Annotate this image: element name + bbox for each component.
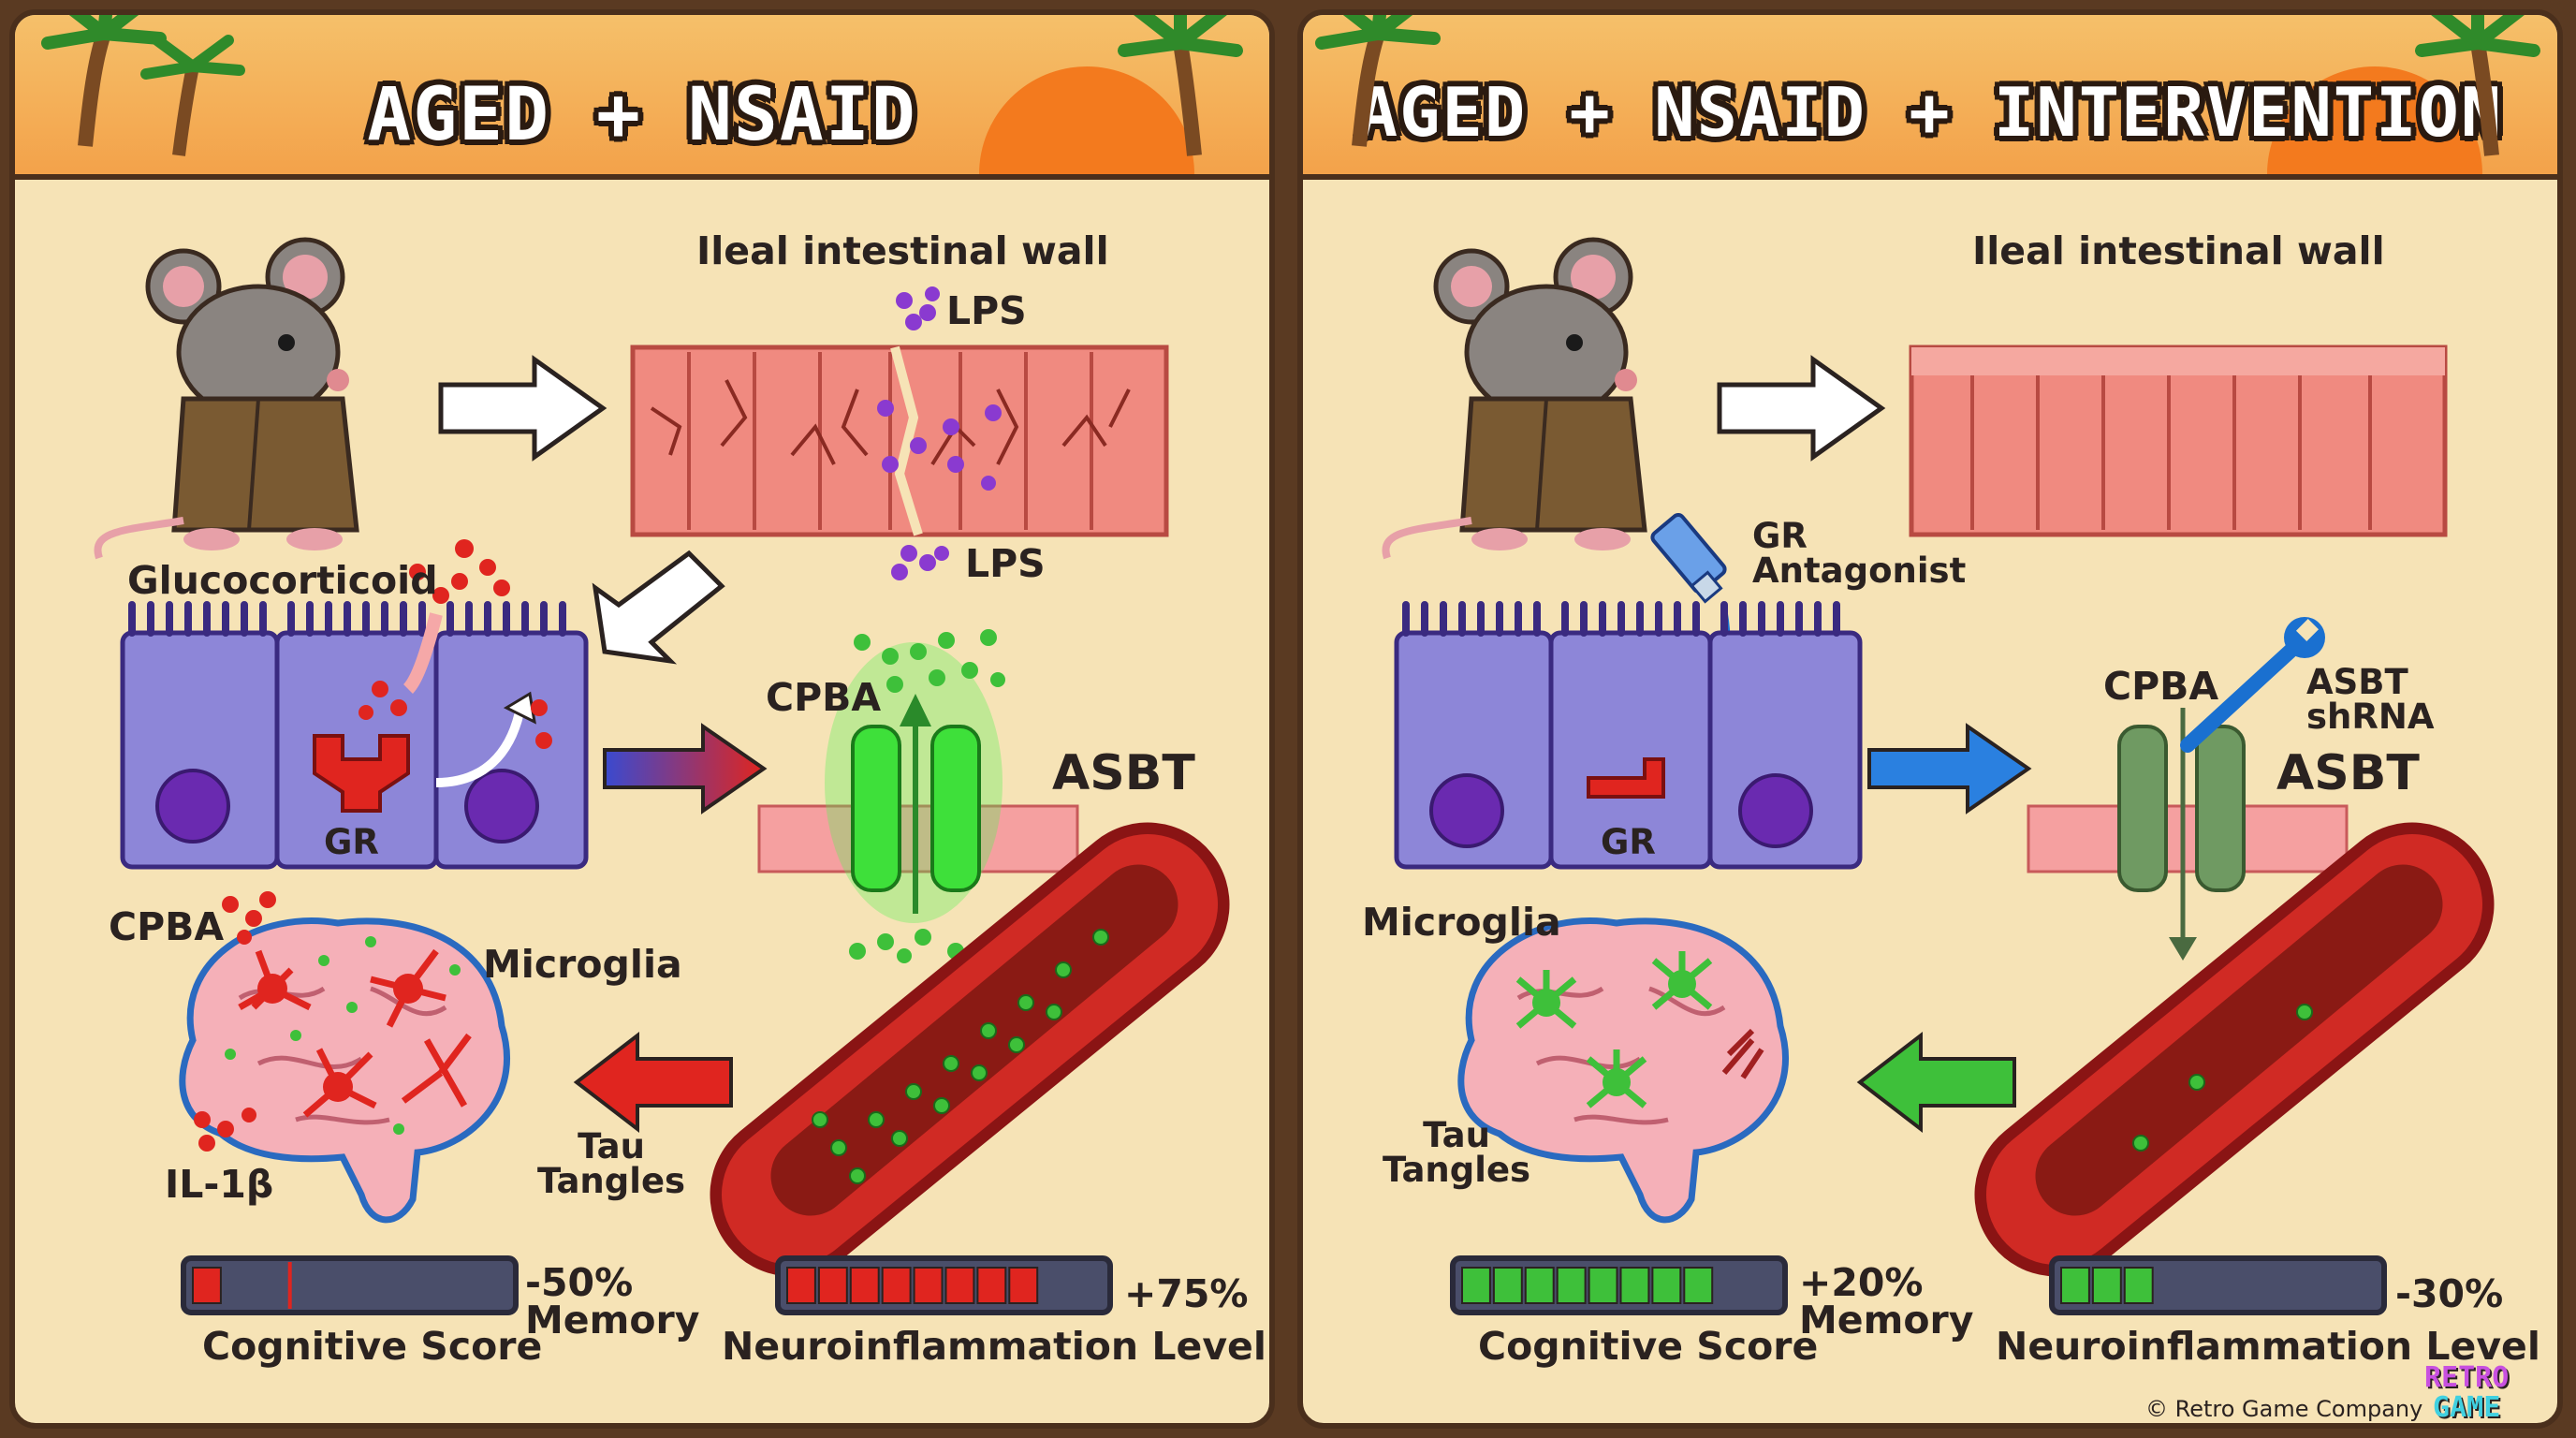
- bar-track: [181, 1255, 519, 1315]
- neuro-change-label: -30%: [2395, 1271, 2504, 1316]
- bar-segment: [1524, 1267, 1555, 1304]
- asbt-label: ASBT: [2276, 745, 2420, 801]
- lps-label: LPS: [965, 541, 1046, 586]
- blood-vessel-icon: [1974, 822, 2495, 1277]
- bar-segment: [786, 1267, 816, 1304]
- arrow-left-icon: [573, 1031, 733, 1134]
- microglia-label: Microglia: [1362, 900, 1561, 945]
- palm-tree-icon: [2415, 15, 2540, 156]
- lps-label: LPS: [946, 288, 1027, 333]
- bar-segment: [1588, 1267, 1618, 1304]
- neuroinflammation-bar: [775, 1255, 1113, 1315]
- epithelial-cells: [120, 601, 589, 870]
- cpba-label: CPBA: [2103, 664, 2219, 709]
- asbt-transporter-blocked: [2027, 708, 2349, 961]
- asbt-label: ASBT: [1052, 745, 1195, 801]
- gr-label: GR: [1601, 822, 1656, 862]
- epithelial-cells: [1394, 601, 1863, 870]
- panel-title: AGED + NSAID: [367, 73, 917, 157]
- intestinal-wall-healthy: [1909, 345, 2448, 537]
- gr-label: GR: [324, 822, 379, 862]
- cognitive-change-label: -50%: [525, 1260, 634, 1305]
- bar-segment: [849, 1267, 880, 1304]
- neuroinflammation-bar: [2049, 1255, 2387, 1315]
- bar-segment: [976, 1267, 1007, 1304]
- cognitive-change-label: +20%: [1799, 1260, 1924, 1305]
- palm-tree-icon: [1315, 15, 1441, 147]
- copyright-text: © Retro Game Company: [2145, 1396, 2423, 1422]
- right-illustrations: [1315, 15, 2540, 1315]
- arrow-down-left-icon: [592, 550, 725, 665]
- panel-aged-nsaid: AGED + NSAID: [9, 9, 1275, 1429]
- lps-particles: [877, 286, 1002, 580]
- memory-label: Memory: [525, 1298, 700, 1343]
- bar-segment: [2091, 1267, 2122, 1304]
- arrow-right-icon: [1867, 723, 2032, 814]
- cognitive-score-bar: [181, 1255, 519, 1315]
- cpba-label: CPBA: [766, 675, 882, 720]
- aged-mouse-icon: [94, 237, 359, 560]
- bar-segment: [192, 1267, 222, 1304]
- cpba-particles: [849, 629, 1005, 963]
- il1b-label: IL-1β: [165, 1162, 274, 1207]
- bar-segment: [944, 1267, 975, 1304]
- intestinal-wall-damaged: [630, 345, 1169, 537]
- bar-segment: [2060, 1267, 2090, 1304]
- left-illustrations: [41, 15, 1243, 1315]
- wrench-icon: [2180, 617, 2325, 753]
- microglia-label: Microglia: [483, 942, 682, 987]
- bar-segment: [1492, 1267, 1523, 1304]
- palm-tree-icon: [140, 35, 245, 156]
- aged-mouse-icon: [1382, 237, 1647, 560]
- sunset-sky: [1303, 15, 2557, 180]
- bar-segment: [881, 1267, 912, 1304]
- retro-game-logo: RETRO GAME: [2424, 1361, 2510, 1424]
- glucocorticoid-particles: [409, 539, 510, 604]
- arrow-right-icon: [438, 355, 607, 462]
- bar-segment: [913, 1267, 944, 1304]
- intestinal-wall-label: Ileal intestinal wall: [696, 228, 1109, 273]
- arrow-right-icon: [1717, 355, 1886, 462]
- palm-tree-icon: [41, 15, 167, 147]
- bar-segment: [1556, 1267, 1587, 1304]
- cpba-label: CPBA: [109, 904, 225, 949]
- brain-healthy-icon: [1457, 917, 1789, 1224]
- bar-segment: [1651, 1267, 1682, 1304]
- panel-intervention: AGED + NSAID + INTERVENTION: [1297, 9, 2563, 1429]
- neuro-change-label: +75%: [1124, 1271, 1249, 1316]
- memory-label: Memory: [1799, 1298, 1974, 1343]
- intestinal-wall-label: Ileal intestinal wall: [1972, 228, 2385, 273]
- neuroinflammation-label: Neuroinflammation Level: [722, 1324, 1266, 1369]
- panel-title: AGED + NSAID + INTERVENTION: [1356, 73, 2504, 152]
- blood-vessel-icon: [710, 822, 1230, 1277]
- bar-segment: [817, 1267, 848, 1304]
- cognitive-score-bar: [1450, 1255, 1788, 1315]
- cytokine-particles: [194, 891, 276, 1152]
- bar-segment: [1008, 1267, 1039, 1304]
- vial-icon: [1650, 512, 1727, 604]
- bar-segment: [2123, 1267, 2154, 1304]
- neuroinflammation-label: Neuroinflammation Level: [1996, 1324, 2540, 1369]
- cognitive-score-label: Cognitive Score: [202, 1324, 543, 1369]
- brain-inflamed-icon: [179, 917, 510, 1224]
- arrow-left-icon: [1856, 1031, 2016, 1134]
- bar-segment: [1683, 1267, 1714, 1304]
- cognitive-score-label: Cognitive Score: [1478, 1324, 1819, 1369]
- bar-segment: [1619, 1267, 1650, 1304]
- glucocorticoid-label: Glucocorticoid: [127, 558, 438, 603]
- bar-segment: [1461, 1267, 1491, 1304]
- arrow-right-icon: [603, 723, 768, 814]
- bar-marker: [287, 1262, 292, 1309]
- asbt-transporter-active: [757, 642, 1079, 923]
- palm-tree-icon: [1118, 15, 1243, 156]
